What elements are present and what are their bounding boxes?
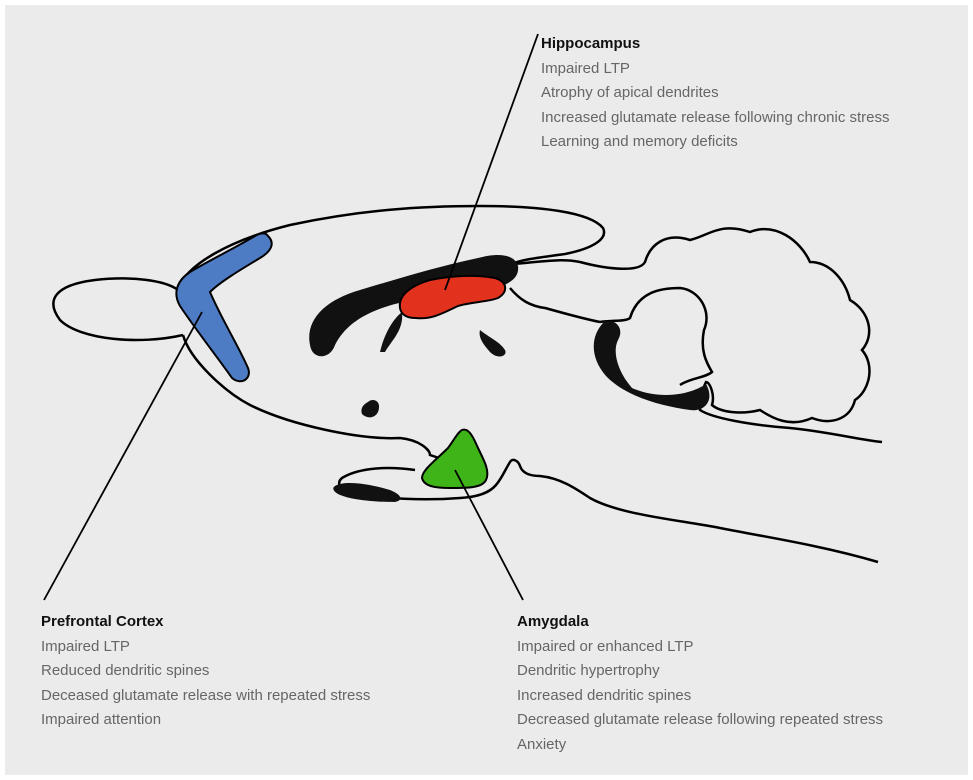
hippocampus-effect: Impaired LTP: [541, 57, 890, 82]
amygdala-effect: Increased dendritic spines: [517, 684, 883, 709]
optic-tract: [333, 483, 400, 502]
amygdala-effect: Impaired or enhanced LTP: [517, 635, 883, 660]
prefrontal-cortex-effect: Impaired LTP: [41, 635, 370, 660]
prefrontal-cortex-title: Prefrontal Cortex: [41, 610, 370, 635]
hippocampus-pointer-line: [445, 34, 538, 290]
ventral-outline: [183, 335, 878, 562]
prefrontal-cortex-effect: Deceased glutamate release with repeated…: [41, 684, 370, 709]
amygdala-label: Amygdala Impaired or enhanced LTP Dendri…: [517, 610, 883, 757]
hippocampus-effect: Atrophy of apical dendrites: [541, 81, 890, 106]
prefrontal-pointer-line: [44, 312, 202, 600]
anterior-commissure: [361, 400, 379, 417]
amygdala-effect: Anxiety: [517, 733, 883, 758]
ventricle-line: [510, 288, 600, 322]
third-ventricle: [480, 330, 506, 356]
olfactory-bulb-outline: [53, 278, 183, 340]
fornix: [380, 312, 402, 352]
amygdala-effect: Decreased glutamate release following re…: [517, 708, 883, 733]
cerebral-aqueduct: [594, 321, 710, 410]
hippocampus-effect: Increased glutamate release following ch…: [541, 106, 890, 131]
hippocampus-label: Hippocampus Impaired LTP Atrophy of apic…: [541, 32, 890, 155]
prefrontal-cortex-region: [176, 233, 271, 381]
amygdala-effect: Dendritic hypertrophy: [517, 659, 883, 684]
prefrontal-cortex-effect: Impaired attention: [41, 708, 370, 733]
amygdala-region: [422, 430, 487, 488]
prefrontal-cortex-label: Prefrontal Cortex Impaired LTP Reduced d…: [41, 610, 370, 733]
amygdala-title: Amygdala: [517, 610, 883, 635]
hippocampus-effect: Learning and memory deficits: [541, 130, 890, 155]
prefrontal-cortex-effect: Reduced dendritic spines: [41, 659, 370, 684]
cerebellum-outline: [512, 228, 882, 442]
hippocampus-title: Hippocampus: [541, 32, 890, 57]
